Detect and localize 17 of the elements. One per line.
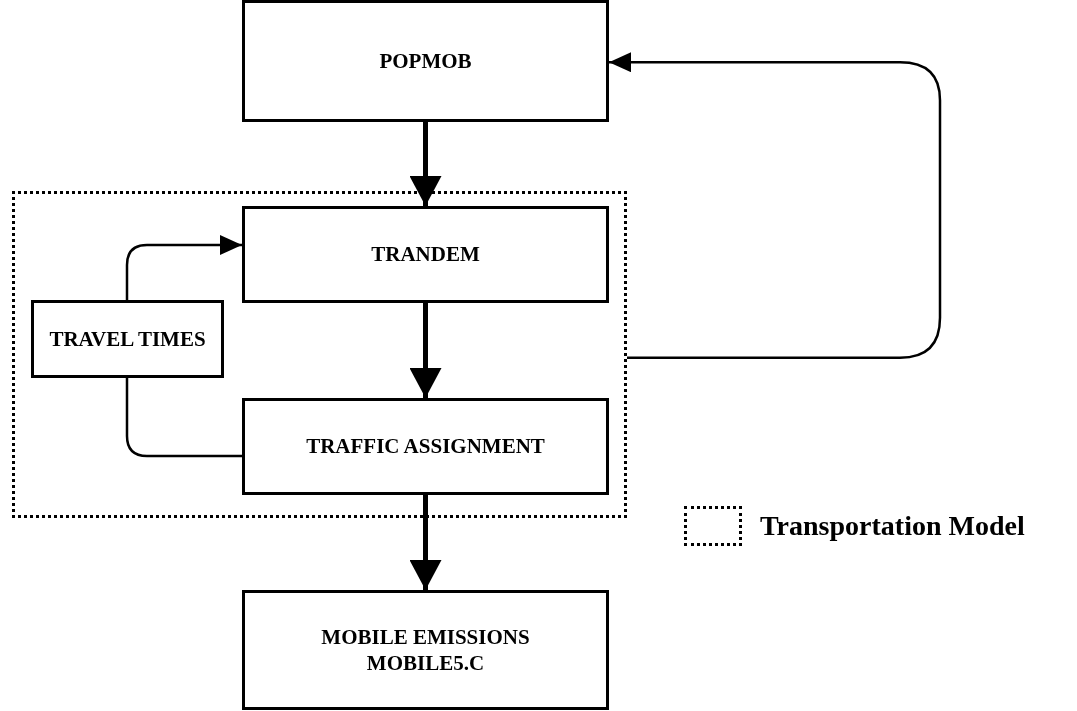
process-box [242,206,609,303]
box-label: TRAFFIC ASSIGNMENT [305,433,546,460]
process-box [242,590,609,710]
box-label: TRANDEM [370,241,481,268]
legend-label: Transportation Model [760,510,1025,542]
arrow [609,52,942,359]
arrow [409,495,442,590]
box-label: TRAVEL TIMES [48,325,207,353]
process-box [31,300,224,378]
box-label: MOBILE EMISSIONS MOBILE5.C [320,623,531,677]
box-label: POPMOB [378,47,473,75]
dotted-group-frame [12,191,627,518]
arrow [409,122,442,206]
process-box [242,398,609,495]
process-box [242,0,609,122]
arrow [125,235,242,300]
arrow [409,303,442,398]
